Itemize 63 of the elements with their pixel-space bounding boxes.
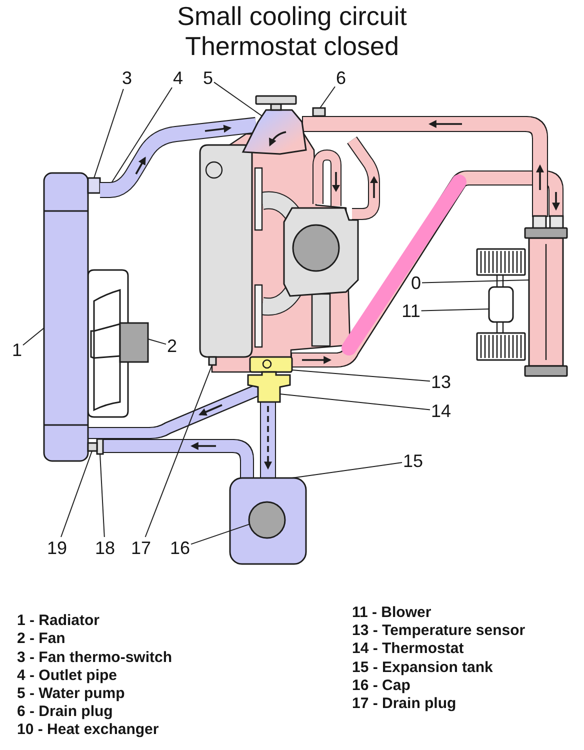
water-pump [242,95,307,155]
leader-line [280,394,430,410]
leader-line [420,308,490,312]
callout-number: 15 [402,451,424,471]
leader-line [22,328,44,346]
callout-number: 11 [402,301,420,321]
key-entry: 3 - Fan thermo-switch [17,649,172,667]
key-entry: 10 - Heat exchanger [17,721,159,739]
leader-line [112,87,172,182]
temperature-sensor [249,356,293,373]
key-entry: 5 - Water pump [17,685,125,703]
fan-motor [119,322,149,363]
expansion-tank [229,477,307,565]
leader-line [292,370,430,382]
thermo-switch [87,177,101,194]
blower [488,286,514,323]
hose [88,385,260,438]
outlet-pipe [100,117,257,198]
callout-number: 1 [12,340,22,360]
key-entry: 15 - Expansion tank [352,659,493,677]
key-entry: 16 - Cap [352,677,410,695]
callout-number: 5 [203,68,213,88]
callout-number: 18 [94,538,116,558]
leader-line [320,86,336,108]
leader-line [60,450,92,538]
callout-number: 2 [167,336,177,356]
hose [103,440,253,478]
hose-clamp [96,438,104,455]
leader-line [148,338,166,345]
callout-number: 13 [430,372,452,392]
drain-plug [208,356,217,366]
key-entry: 13 - Temperature sensor [352,622,526,640]
callout-number: 6 [336,68,346,88]
key-entry: 11 - Blower [352,604,432,622]
hose [261,402,275,478]
leader-line [94,88,124,178]
key-entry: 1 - Radiator [17,612,100,630]
hose [292,172,562,366]
diagram-title: Small cooling circuit Thermostat closed [176,1,408,61]
callout-number: 17 [130,538,152,558]
callout-number: 0 [411,273,421,293]
leader-line [214,82,262,116]
callout-number: 3 [122,68,132,88]
key-entry: 17 - Drain plug [352,695,456,713]
radiator-fitting [87,442,98,452]
leader-line [292,462,402,478]
callout-number: 14 [430,401,452,421]
leader-line [422,280,530,284]
leader-line [190,524,250,545]
key-entry: 14 - Thermostat [352,640,464,658]
tank-cap [248,501,286,539]
leader-line [144,364,212,538]
leader-line [100,454,105,538]
callout-number: 19 [46,538,68,558]
radiator [43,172,89,462]
key-entry: 6 - Drain plug [17,703,113,721]
key-entry: 4 - Outlet pipe [17,667,118,685]
thermostat [247,371,291,403]
key-entry: 2 - Fan [17,630,66,648]
callout-number: 4 [173,68,183,88]
drain-plug [312,107,326,117]
heat-exchanger [524,215,568,377]
callout-number: 16 [170,538,190,558]
